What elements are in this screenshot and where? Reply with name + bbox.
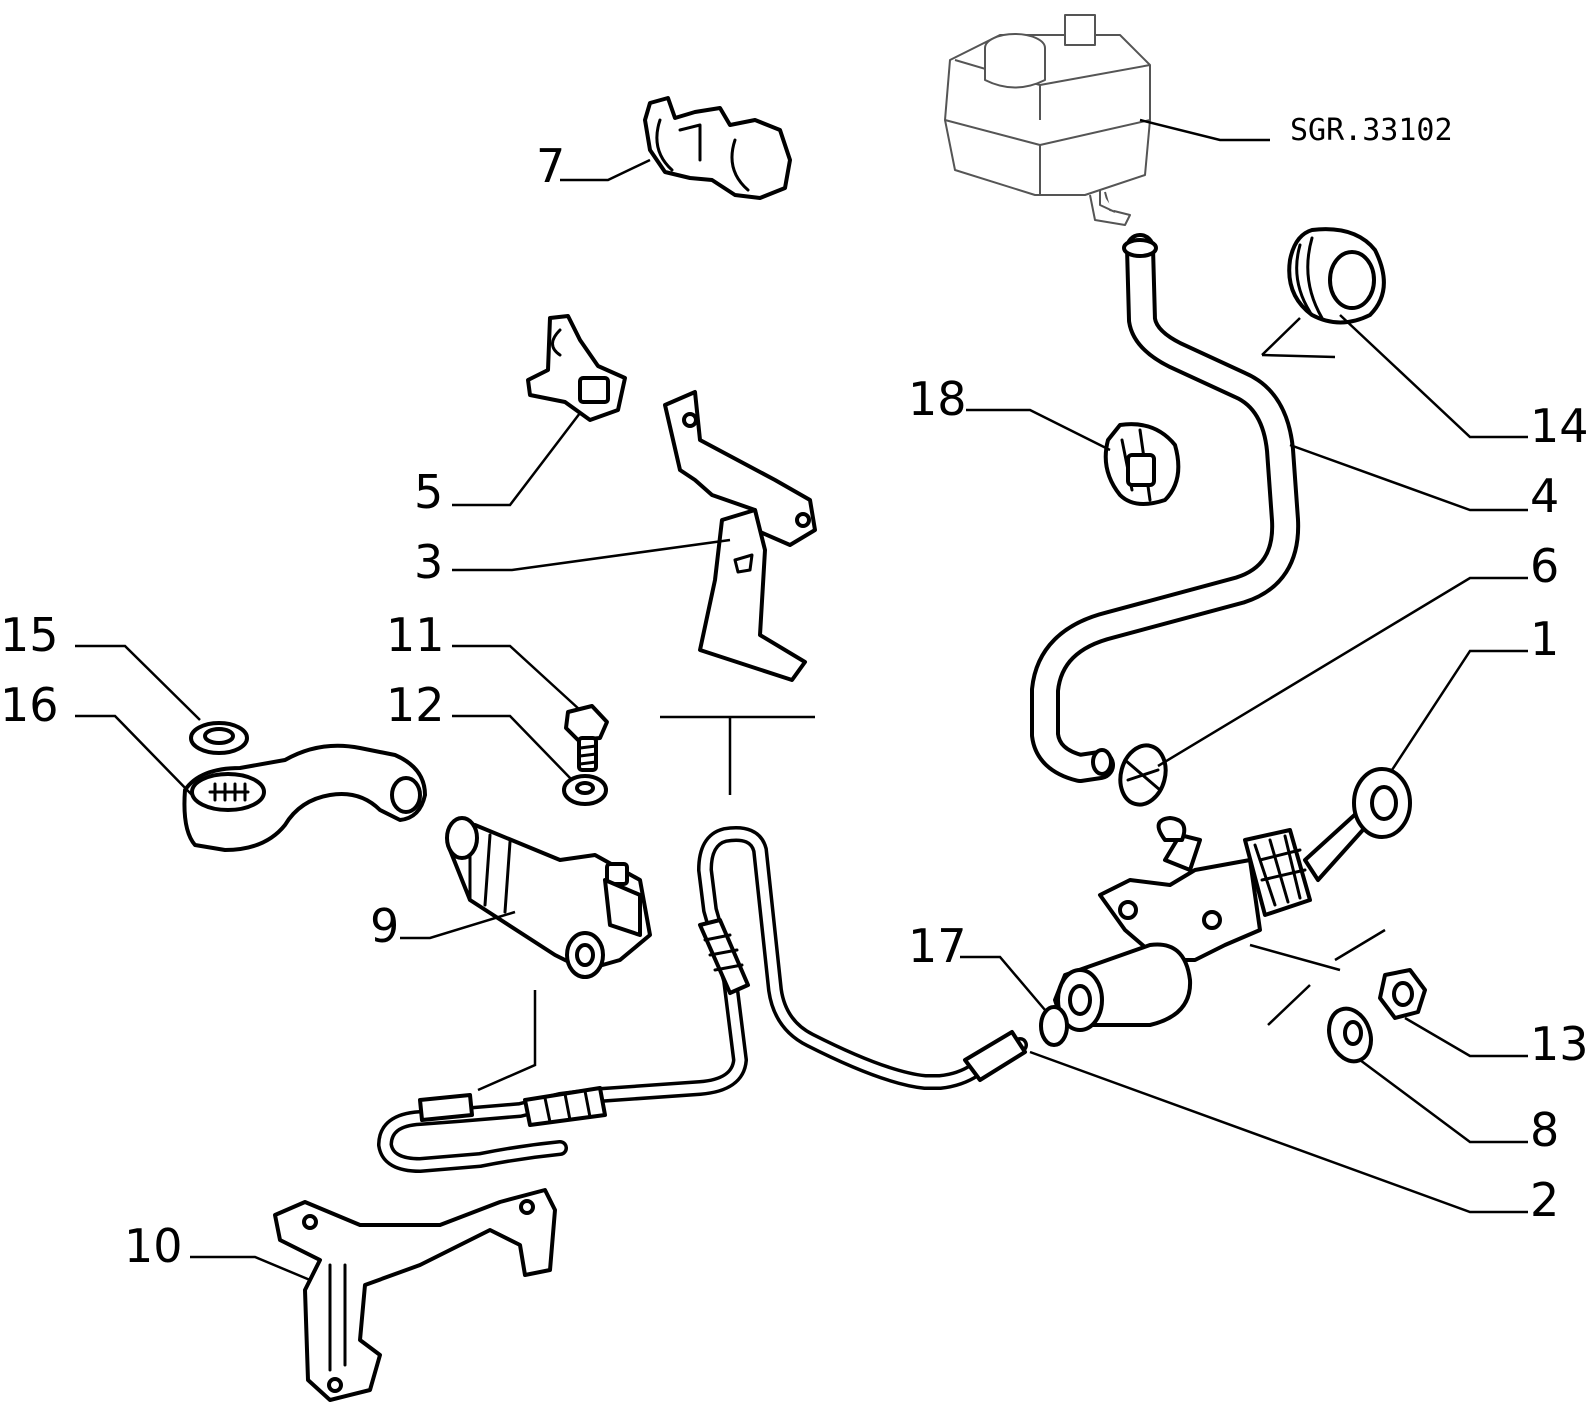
pipe-break-mark xyxy=(660,715,815,795)
leader-16 xyxy=(75,714,193,796)
slave-cylinder xyxy=(445,816,652,979)
leader-6 xyxy=(1157,576,1528,768)
nut-13 xyxy=(1378,968,1427,1020)
callout-3: 3 xyxy=(414,535,443,589)
hydraulic-pipe xyxy=(377,826,1028,1173)
callout-12: 12 xyxy=(386,678,445,732)
callout-16: 16 xyxy=(0,678,59,732)
hose-clamp-18 xyxy=(1103,422,1181,506)
callout-14: 14 xyxy=(1530,399,1589,453)
cylinder-break-mark xyxy=(1249,928,1386,1026)
callout-2: 2 xyxy=(1530,1173,1559,1227)
callout-7: 7 xyxy=(536,139,565,193)
callout-15: 15 xyxy=(0,608,59,662)
grommet xyxy=(1287,227,1386,325)
leader-5 xyxy=(452,412,581,507)
callout-6: 6 xyxy=(1530,539,1559,593)
leader-4 xyxy=(1289,443,1528,512)
release-lever xyxy=(182,743,427,852)
leader-2 xyxy=(1029,1050,1528,1214)
reference-leader xyxy=(1139,118,1270,142)
bush-15 xyxy=(189,721,249,755)
leader-17 xyxy=(960,955,1046,1011)
callout-18: 18 xyxy=(908,372,967,426)
callout-10: 10 xyxy=(124,1219,183,1273)
leader-7 xyxy=(560,158,651,182)
reference-code: SGR.33102 xyxy=(1290,113,1453,148)
clip-5 xyxy=(526,314,627,422)
clip-7 xyxy=(643,96,792,200)
leader-13 xyxy=(1404,1016,1528,1058)
leader-14 xyxy=(1339,314,1528,439)
bolt-11 xyxy=(564,704,609,772)
callout-4: 4 xyxy=(1530,469,1559,523)
hose-clamp-6 xyxy=(1118,743,1168,807)
seal-ring-17 xyxy=(1039,1005,1069,1047)
callout-13: 13 xyxy=(1530,1017,1589,1071)
callout-8: 8 xyxy=(1530,1103,1559,1157)
leader-15 xyxy=(75,644,201,721)
bracket-10 xyxy=(273,1188,557,1402)
washer-8 xyxy=(1327,1006,1373,1064)
callout-5: 5 xyxy=(414,465,443,519)
callout-11: 11 xyxy=(386,608,445,662)
fluid-reservoir xyxy=(944,14,1151,226)
bracket-3 xyxy=(663,390,817,682)
callout-9: 9 xyxy=(370,899,399,953)
leader-8 xyxy=(1359,1058,1528,1144)
leader-1 xyxy=(1390,649,1528,771)
leader-11 xyxy=(452,644,581,711)
callout-1: 1 xyxy=(1530,612,1559,666)
leader-10 xyxy=(190,1255,311,1282)
leader-9 xyxy=(400,910,516,940)
hose-break-mark xyxy=(1261,317,1336,359)
washer-12 xyxy=(562,774,608,806)
master-cylinder xyxy=(1053,767,1412,1032)
leader-3 xyxy=(452,538,731,572)
reservoir-hose xyxy=(1030,233,1301,783)
leader-18 xyxy=(966,408,1111,452)
leader-12 xyxy=(452,714,573,781)
callout-17: 17 xyxy=(908,919,967,973)
